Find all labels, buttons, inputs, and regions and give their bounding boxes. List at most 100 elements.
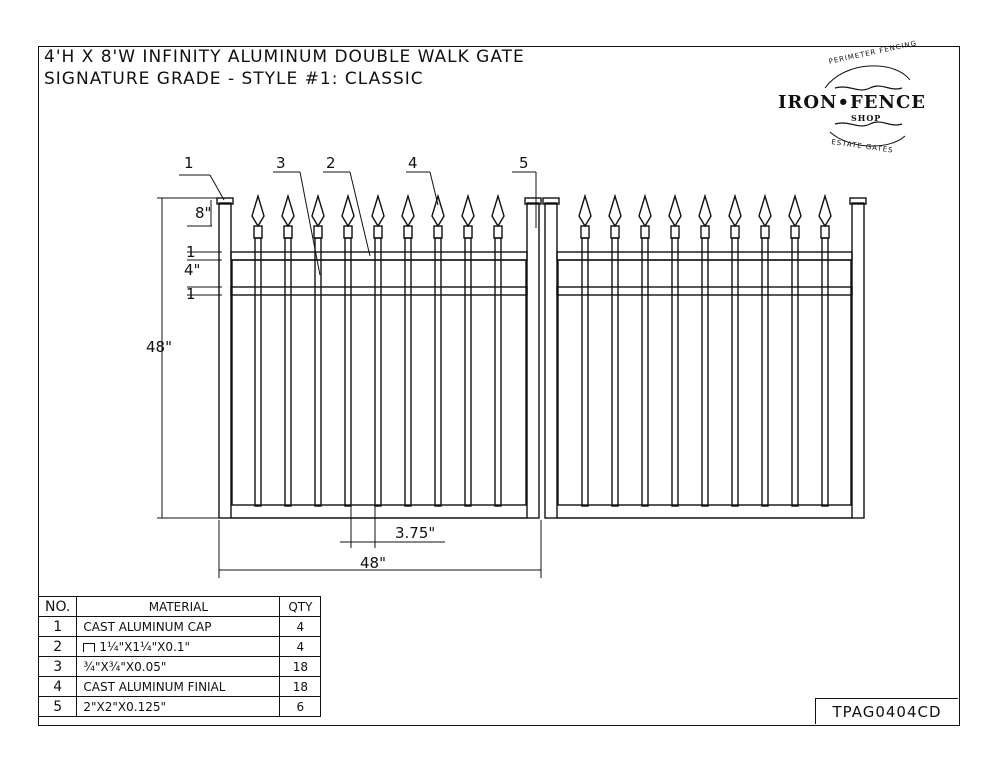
logo-ornament	[824, 65, 911, 147]
picket	[821, 237, 829, 507]
table-row: 5 2"X2"X0.125" 6	[37, 696, 322, 717]
logo-sub-text: SHOP	[851, 113, 882, 123]
table-row: 3 ¾"X¾"X0.05" 18	[37, 656, 322, 677]
finial-collar	[433, 225, 443, 239]
material-table-header-material: MATERIAL	[76, 596, 281, 617]
callout-1: 1	[184, 154, 194, 172]
row-no: 3	[37, 656, 78, 677]
row-no: 1	[37, 616, 78, 637]
picket	[464, 237, 472, 507]
picket	[791, 237, 799, 507]
finial	[758, 193, 772, 228]
finial-collar	[463, 225, 473, 239]
gate-post	[526, 202, 540, 519]
finial	[608, 193, 622, 228]
material-table-header-qty: QTY	[279, 596, 322, 617]
table-row: 2 1¼"X1¼"X0.1" 4	[37, 636, 322, 657]
finial-height-label: 8"	[195, 204, 211, 222]
finial-collar	[640, 225, 650, 239]
table-row: 4 CAST ALUMINUM FINIAL 18	[37, 676, 322, 697]
middle-rail	[230, 286, 528, 296]
gate-frame	[557, 259, 852, 506]
finial-collar	[253, 225, 263, 239]
drawing-title: 4'H X 8'W INFINITY ALUMINUM DOUBLE WALK …	[44, 47, 525, 67]
finial-collar	[700, 225, 710, 239]
finial-collar	[493, 225, 503, 239]
finial	[371, 193, 385, 228]
leaf-width-label: 48"	[360, 554, 386, 572]
callout-leader	[349, 171, 371, 257]
finial-collar	[610, 225, 620, 239]
finial	[491, 193, 505, 228]
rail-top-label: 1	[186, 243, 196, 261]
picket	[494, 237, 502, 507]
finial	[311, 193, 325, 228]
callout-5: 5	[519, 154, 529, 172]
row-no: 2	[37, 636, 78, 657]
post-cap	[542, 197, 560, 205]
material-table-header-no: NO.	[37, 596, 78, 617]
gate-post	[851, 202, 865, 519]
finial	[281, 193, 295, 228]
picket	[284, 237, 292, 507]
finial	[698, 193, 712, 228]
picket	[374, 237, 382, 507]
picket	[761, 237, 769, 507]
picket	[701, 237, 709, 507]
drawing-number: TPAG0404CD	[815, 698, 958, 724]
row-material: CAST ALUMINUM FINIAL	[76, 676, 281, 697]
finial-collar	[730, 225, 740, 239]
top-rail	[230, 251, 528, 261]
picket	[344, 237, 352, 507]
row-qty: 6	[279, 696, 322, 717]
finial	[668, 193, 682, 228]
drawing-sheet-border	[38, 46, 960, 726]
finial-collar	[343, 225, 353, 239]
picket	[581, 237, 589, 507]
callout-2: 2	[326, 154, 336, 172]
drawing-subtitle: SIGNATURE GRADE - STYLE #1: CLASSIC	[44, 69, 424, 89]
u-channel-icon	[83, 642, 96, 652]
callout-leader	[299, 171, 321, 276]
row-qty: 18	[279, 676, 322, 697]
post-cap	[849, 197, 867, 205]
picket	[731, 237, 739, 507]
finial	[728, 193, 742, 228]
gate-post	[218, 202, 232, 519]
logo-main-text: IRON•FENCE	[778, 92, 927, 113]
callout-4: 4	[408, 154, 418, 172]
row-no: 4	[37, 676, 78, 697]
finial-collar	[670, 225, 680, 239]
callout-3: 3	[276, 154, 286, 172]
picket	[404, 237, 412, 507]
picket	[434, 237, 442, 507]
material-table: NO. MATERIAL QTY 1 CAST ALUMINUM CAP 4 2…	[37, 596, 322, 717]
finial-collar	[403, 225, 413, 239]
finial	[788, 193, 802, 228]
picket	[611, 237, 619, 507]
row-qty: 18	[279, 656, 322, 677]
callout-leader	[209, 174, 225, 201]
finial-collar	[283, 225, 293, 239]
row-material: 2"X2"X0.125"	[76, 696, 281, 717]
finial-collar	[313, 225, 323, 239]
picket	[254, 237, 262, 507]
middle-rail	[556, 286, 853, 296]
finial-collar	[760, 225, 770, 239]
finial-collar	[580, 225, 590, 239]
picket	[641, 237, 649, 507]
overall-height-label: 48"	[146, 338, 172, 356]
gate-post	[544, 202, 558, 519]
finial	[638, 193, 652, 228]
finial	[341, 193, 355, 228]
finial-collar	[820, 225, 830, 239]
table-row: 1 CAST ALUMINUM CAP 4	[37, 616, 322, 637]
finial	[578, 193, 592, 228]
iron-fence-shop-logo: PERIMETER FENCING IRON•FENCE SHOP ESTATE…	[770, 39, 955, 160]
top-rail	[556, 251, 853, 261]
row-qty: 4	[279, 636, 322, 657]
finial	[251, 193, 265, 228]
row-material: ¾"X¾"X0.05"	[76, 656, 281, 677]
picket-spacing-label: 3.75"	[395, 524, 435, 542]
